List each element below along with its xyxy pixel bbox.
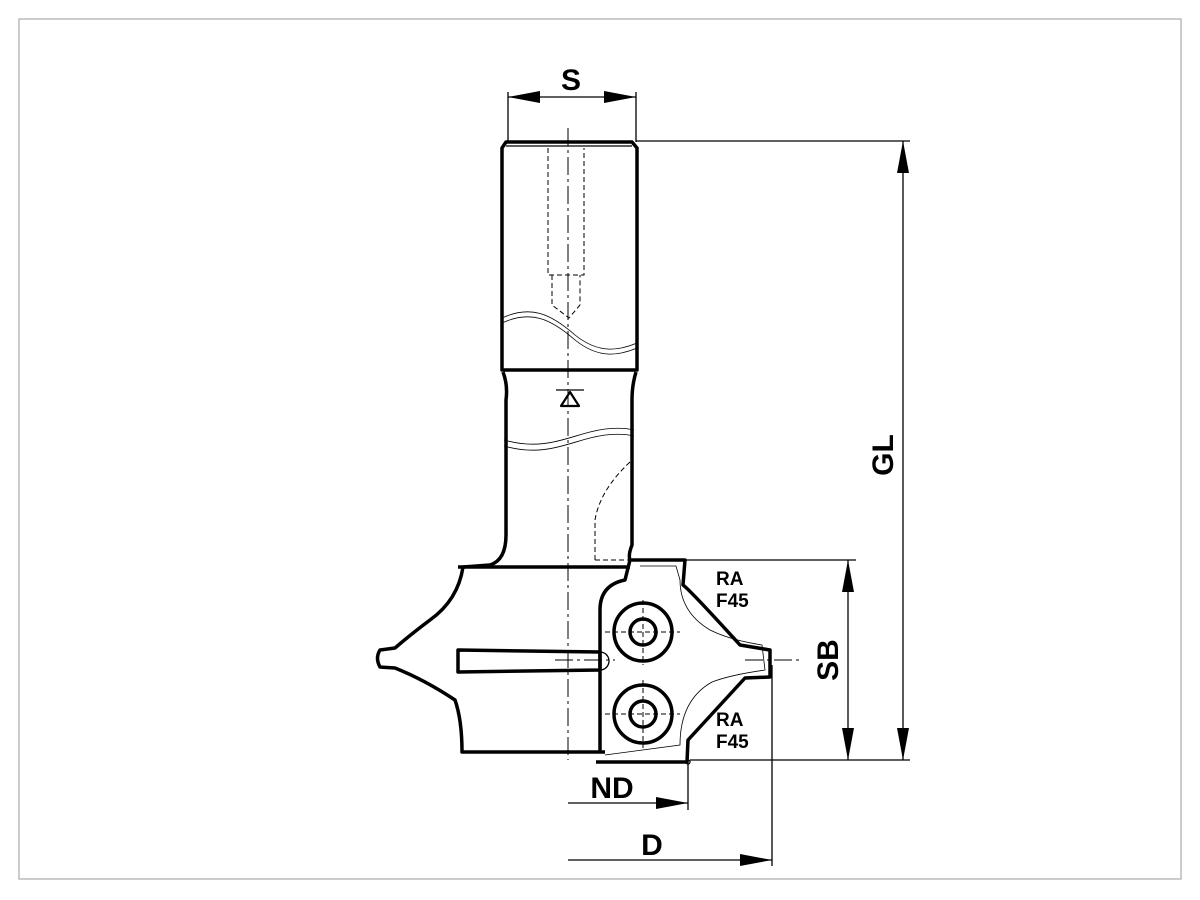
dimension-label-d: D <box>641 829 663 862</box>
dimension-label-gl: GL <box>867 434 900 476</box>
insert-label-bottom-line1: RA <box>716 710 744 731</box>
insert-label-top-line1: RA <box>716 569 744 590</box>
dimension-label-sb: SB <box>812 639 845 681</box>
dimension-label-s: S <box>561 64 581 97</box>
insert-label-bottom-line2: F45 <box>716 732 749 753</box>
dimension-label-nd: ND <box>590 772 633 805</box>
drawing-frame <box>18 18 1182 880</box>
dimension-lines <box>507 91 910 866</box>
insert-label-top-line2: F45 <box>716 591 749 612</box>
tool-outline <box>375 128 800 765</box>
